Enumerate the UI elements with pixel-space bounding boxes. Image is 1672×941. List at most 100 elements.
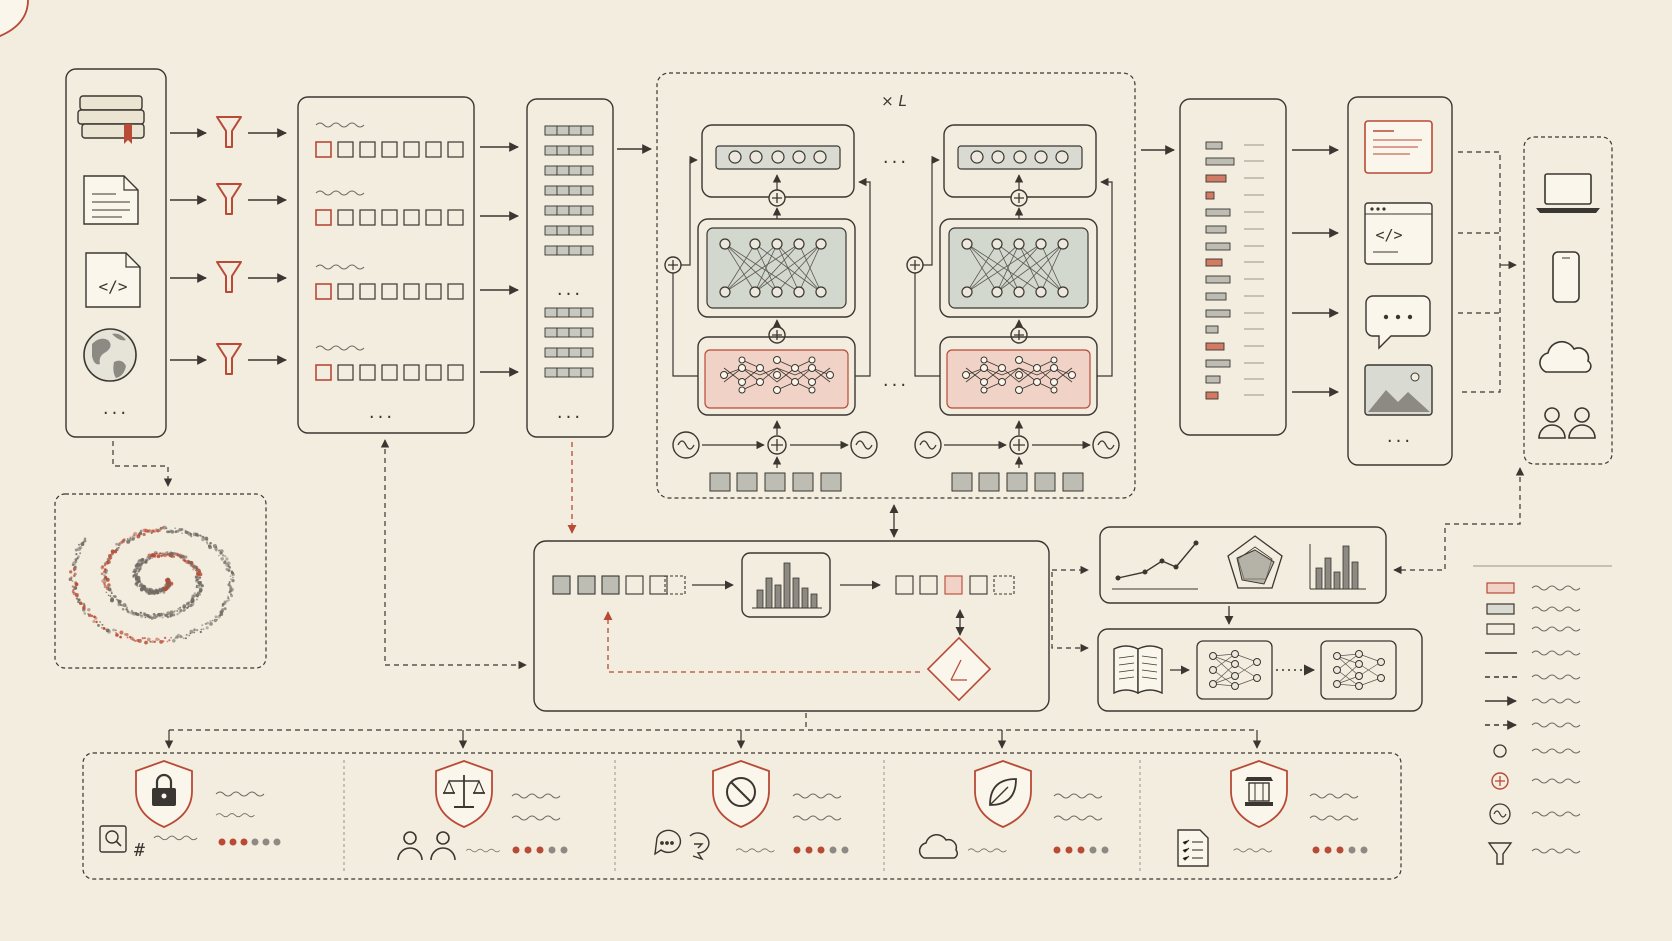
embedding-point — [83, 611, 87, 615]
embedding-point — [181, 532, 184, 535]
embedding-point — [208, 545, 213, 550]
embedding-point — [71, 563, 75, 567]
code-file-icon: </> — [85, 252, 141, 308]
embedding-point — [142, 612, 146, 616]
embedding-point — [102, 626, 106, 630]
transformer-layer — [664, 124, 878, 492]
embedding-point — [218, 614, 222, 617]
token-ellipsis-bottom: ... — [557, 402, 583, 423]
embedding-point — [139, 529, 143, 533]
embedding-point — [103, 584, 108, 589]
embedding-point — [110, 597, 114, 601]
embedding-point — [105, 586, 110, 591]
embedding-point — [114, 629, 117, 632]
embedding-point — [143, 637, 146, 640]
embedding-point — [153, 530, 156, 533]
filter-stage — [170, 116, 287, 375]
embedding-point — [78, 601, 83, 605]
embedding-point — [199, 576, 202, 579]
embedding-point — [195, 628, 199, 632]
embedding-point — [142, 532, 146, 537]
embedding-point — [109, 595, 112, 597]
legend-empty-box — [1486, 623, 1515, 635]
embedding-point — [214, 615, 218, 619]
embedding-point — [105, 591, 108, 594]
embedding-point — [179, 635, 183, 639]
embedding-point — [205, 626, 209, 630]
embedding-point — [146, 559, 149, 562]
embedding-point — [223, 607, 227, 611]
embedding-point — [180, 528, 184, 531]
embedding-point — [209, 620, 212, 623]
embedding-point — [223, 560, 227, 565]
outputs-ellipsis: ... — [1387, 426, 1413, 447]
layer-ellipsis-top: ... — [883, 147, 909, 168]
embedding-point — [194, 575, 198, 579]
embedding-point — [128, 538, 132, 542]
checklist-icon — [1177, 829, 1209, 867]
legend-plus-node — [1491, 772, 1509, 790]
embedding-point — [193, 592, 197, 595]
embedding-point — [168, 639, 171, 642]
embedding-point — [74, 558, 78, 562]
embedding-point — [220, 557, 224, 561]
embedding-point — [155, 637, 159, 641]
embedding-point — [87, 613, 89, 615]
embedding-point — [140, 582, 143, 586]
embedding-point — [134, 639, 137, 642]
embedding-point — [74, 548, 78, 552]
token-rows — [544, 125, 594, 378]
embedding-point — [198, 593, 201, 596]
embedding-point — [115, 631, 118, 634]
embedding-point — [71, 580, 74, 582]
embedding-point — [150, 532, 153, 534]
evaluation-panel — [1099, 526, 1387, 604]
embedding-point — [178, 611, 181, 614]
embedding-point — [193, 631, 196, 634]
embedding-point — [139, 611, 142, 614]
embedding-point — [184, 530, 188, 534]
filter-icon — [216, 183, 242, 215]
embedding-point — [99, 620, 102, 623]
embedding-point — [192, 568, 195, 571]
deployment-panel — [1523, 136, 1613, 465]
embedding-point — [170, 530, 175, 534]
embedding-point — [176, 613, 179, 616]
embedding-point — [131, 535, 136, 539]
distribution-to-output-arrows — [1292, 145, 1339, 397]
embedding-point — [179, 608, 183, 613]
embedding-point — [143, 613, 147, 617]
embedding-point — [107, 594, 110, 597]
embedding-point — [105, 628, 107, 631]
embedding-point — [231, 578, 235, 583]
embedding-point — [206, 621, 209, 625]
laptop-icon — [1536, 173, 1600, 213]
embedding-point — [136, 585, 139, 588]
globe-icon — [83, 328, 137, 382]
embedding-point — [173, 611, 175, 613]
embedding-point — [196, 534, 200, 537]
embedding-point — [100, 572, 104, 576]
embedding-point — [228, 566, 232, 569]
embedding-point — [101, 623, 104, 626]
embedding-point — [144, 640, 148, 645]
embedding-point — [146, 557, 149, 560]
embedding-point — [117, 603, 121, 607]
embedding-point — [189, 603, 193, 608]
embedding-point — [190, 601, 193, 603]
embedding-point — [190, 535, 193, 538]
legend-filter-icon — [1487, 842, 1513, 865]
embedding-point — [214, 547, 218, 551]
safety-arrows — [164, 730, 1262, 749]
transformer-layer — [907, 125, 1119, 491]
embedding-point — [211, 619, 214, 622]
embedding-point — [133, 568, 137, 573]
embedding-point — [139, 566, 142, 569]
embedding-point — [95, 620, 98, 624]
embedding-point — [100, 626, 103, 629]
embedding-point — [77, 555, 80, 558]
embedding-point — [204, 622, 207, 625]
embedding-point — [103, 562, 106, 565]
embedding-point — [70, 576, 73, 579]
